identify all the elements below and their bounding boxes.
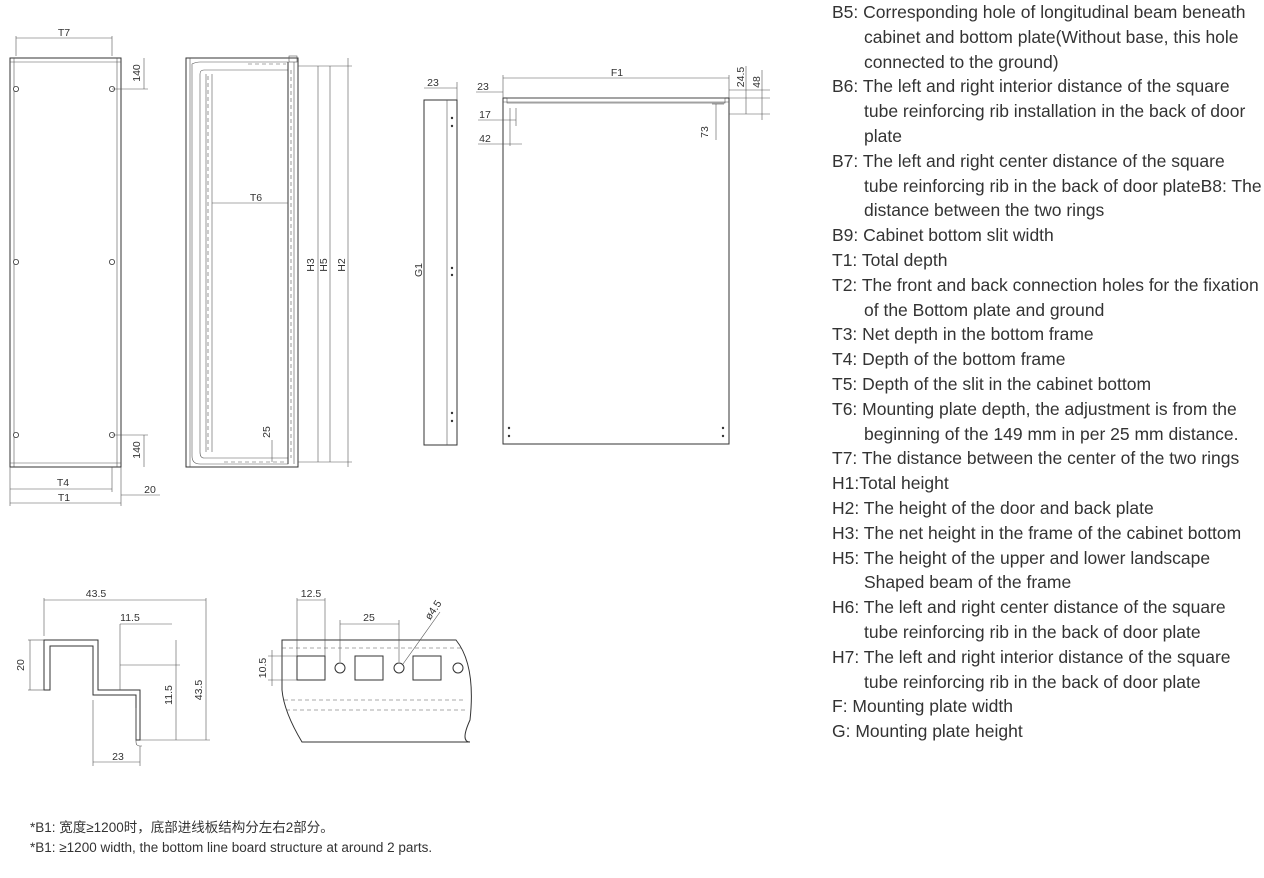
dim-H3: H3 [305,258,317,272]
dim-T6: T6 [250,192,262,204]
dim-25-side: 25 [261,426,273,438]
dim-11-5-mid: 11.5 [163,685,175,705]
legend-item: B5: Corresponding hole of longitudinal b… [832,2,1246,72]
dim-140-top: 140 [131,64,143,82]
legend-item: B9: Cabinet bottom slit width [832,225,1054,246]
legend-item: H7: The left and right interior distance… [832,646,1231,692]
dim-10-5: 10.5 [257,658,269,679]
legend-item: T2: The front and back connection holes … [832,274,1259,320]
cabinet-side-view: T7 140 140 T4 T1 20 [9,27,160,506]
dim-42: 42 [479,133,491,145]
dim-140-bottom: 140 [131,441,143,459]
legend-item: T3: Net depth in the bottom frame [832,324,1094,345]
dim-H2: H2 [336,258,348,272]
legend-item: T5: Depth of the slit in the cabinet bot… [832,373,1152,394]
dim-T1: T1 [58,492,70,504]
dim-F1: F1 [611,67,623,79]
legend-item: T6: Mounting plate depth, the adjustment… [832,398,1239,444]
dim-T4: T4 [57,477,69,489]
dim-T7: T7 [58,27,70,39]
dim-23-profile: 23 [112,751,124,763]
dimension-legend: B5: Corresponding hole of longitudinal b… [832,0,1262,744]
legend-item: T4: Depth of the bottom frame [832,349,1066,370]
dim-43-5-side: 43.5 [193,680,205,701]
dim-11-5-top: 11.5 [120,612,140,624]
technical-drawing: T7 140 140 T4 T1 20 T6 [9,27,770,766]
legend-item: T7: The distance between the center of t… [832,448,1240,469]
dim-G1: G1 [413,263,425,277]
legend-item: H6: The left and right center distance o… [832,597,1226,642]
mounting-plate-front-view: F1 23 17 42 24.5 48 73 [476,66,770,445]
legend-item: F: Mounting plate width [832,696,1013,717]
footnotes: *B1: 宽度≥1200时，底部进线板结构分左右2部分。 *B1: ≥1200 … [30,818,432,858]
mounting-plate-side-view: 23 G1 [413,77,458,446]
footnote-cn: *B1: 宽度≥1200时，底部进线板结构分左右2部分。 [30,820,334,835]
legend-item: H1:Total height [832,473,949,494]
cabinet-section-view: T6 H3 H5 H2 25 [185,55,352,468]
dim-20: 20 [144,484,156,496]
legend-item: H2: The height of the door and back plat… [832,497,1154,518]
dim-20-profile: 20 [15,659,27,671]
footnote-en: *B1: ≥1200 width, the bottom line board … [30,840,433,855]
legend-item: G: Mounting plate height [832,721,1023,742]
legend-item: H5: The height of the upper and lower la… [832,547,1211,593]
perforated-strip-view: 12.5 25 ø4.5 10.5 [257,588,472,743]
dim-25-strip: 25 [363,612,375,624]
legend-item: B7: The left and right center distance o… [832,150,1262,221]
dim-43-5-top: 43.5 [86,588,107,600]
dim-48: 48 [751,76,763,88]
dim-12-5: 12.5 [301,588,322,600]
legend-item: T1: Total depth [832,249,948,270]
dim-dia-4-5: ø4.5 [423,598,445,622]
dim-23-a: 23 [427,77,439,89]
legend-item: H3: The net height in the frame of the c… [832,522,1242,543]
legend-item: B6: The left and right interior distance… [832,76,1246,146]
dim-H5: H5 [318,258,330,272]
dim-73: 73 [699,126,711,138]
dim-24-5: 24.5 [735,67,747,88]
dim-23-b: 23 [477,81,489,93]
dim-17: 17 [479,109,491,121]
profile-section-view: 43.5 11.5 20 11.5 43.5 23 [15,588,210,766]
